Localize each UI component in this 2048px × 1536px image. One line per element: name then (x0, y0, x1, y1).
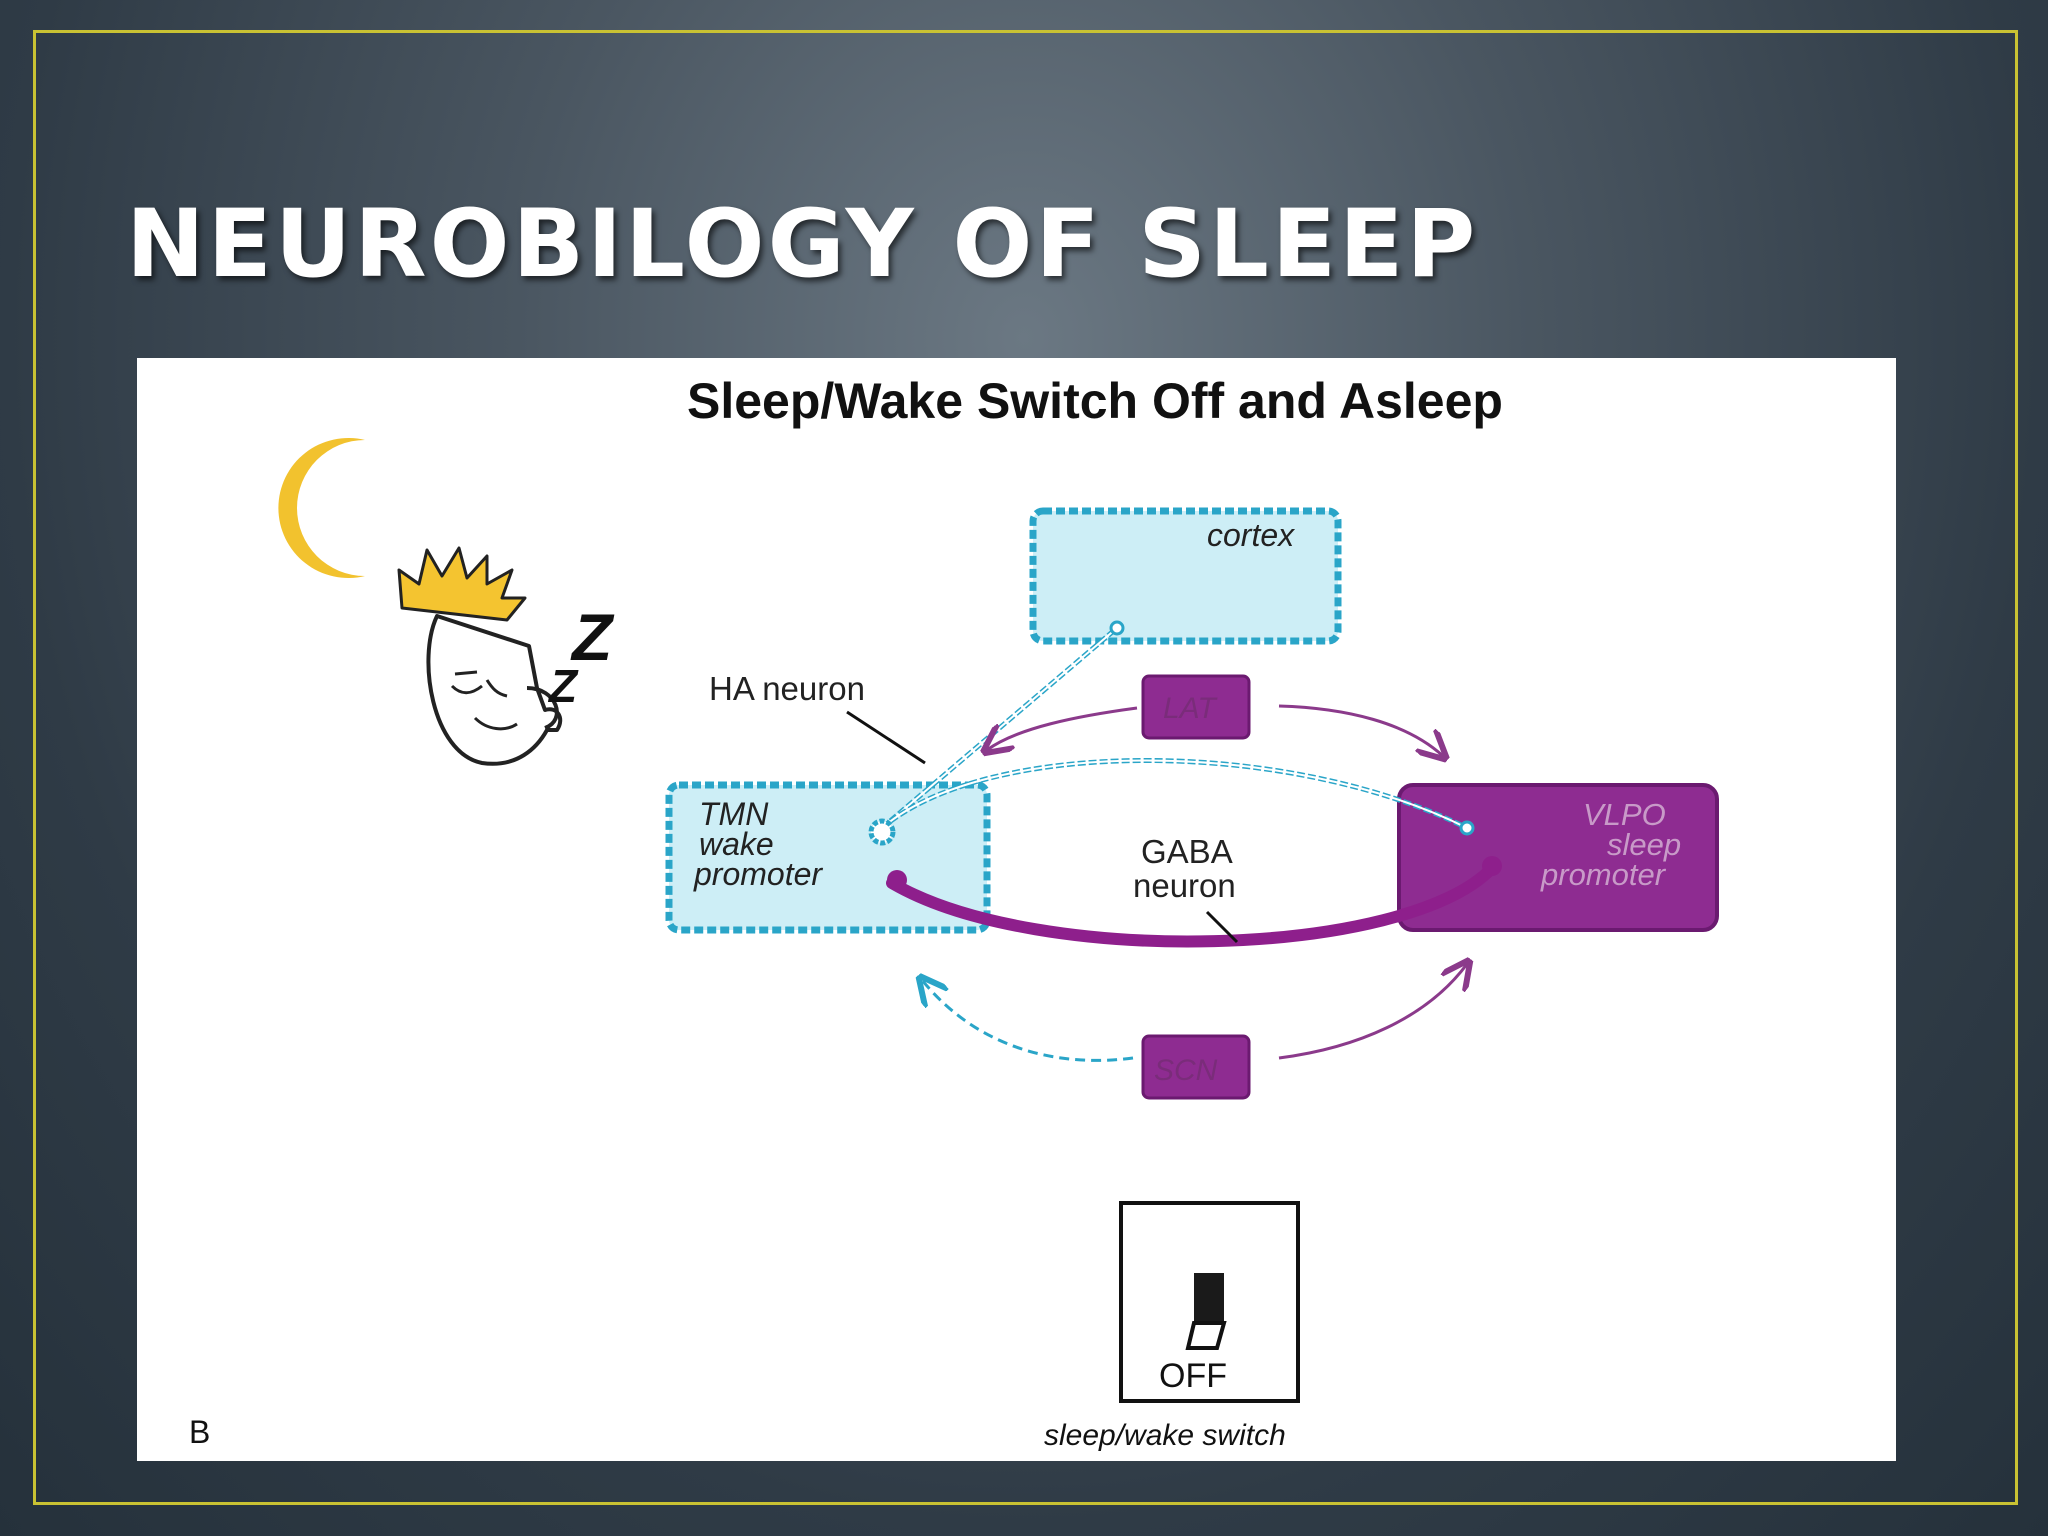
ha-vlpo-terminal (1459, 820, 1475, 836)
lat-to-vlpo-arrow (1278, 704, 1443, 756)
sleep-wake-diagram: Sleep/Wake Switch Off and Asleep Z Z cor… (189, 373, 1719, 1452)
figure-panel: Sleep/Wake Switch Off and Asleep Z Z cor… (137, 358, 1896, 1461)
switch-state-label: OFF (1159, 1357, 1227, 1395)
ha-cortex-terminal (1109, 620, 1125, 636)
cortex-label: cortex (1207, 517, 1295, 553)
slide-title: NEUROBILOGY OF SLEEP (126, 190, 1479, 299)
ha-neuron-pointer (846, 710, 926, 765)
cortex-box (1029, 507, 1342, 645)
panel-letter: B (189, 1414, 210, 1450)
gaba-projection (886, 862, 1498, 948)
tmn-label-line2: wake (699, 826, 774, 862)
ha-to-vlpo-projection-inner (881, 759, 1468, 829)
scn-to-vlpo-arrow (1278, 964, 1467, 1060)
ha-to-cortex-projection-inner (881, 627, 1118, 829)
gaba-neuron-label-line2: neuron (1133, 867, 1236, 904)
vlpo-label-line2: sleep (1607, 827, 1681, 862)
switch-caption: sleep/wake switch (1044, 1419, 1286, 1452)
gaba-soma (1482, 856, 1502, 876)
scn-label: SCN (1154, 1054, 1218, 1087)
lat-box (1141, 674, 1251, 740)
ha-neuron-label: HA neuron (709, 670, 865, 707)
tmn-label-line1: TMN (699, 796, 769, 832)
gaba-neuron-pointer (1205, 910, 1239, 944)
snore-z-small: Z (547, 660, 579, 712)
snore-z-large: Z (570, 600, 615, 674)
moon-icon (278, 438, 365, 578)
light-switch-icon (1119, 1201, 1300, 1403)
lat-to-tmn-arrow (987, 706, 1138, 750)
figure-title: Sleep/Wake Switch Off and Asleep (687, 373, 1503, 429)
scn-box (1141, 1034, 1251, 1100)
vlpo-box (1397, 783, 1719, 932)
vlpo-label-line1: VLPO (1583, 797, 1666, 832)
sleeping-face-icon (397, 546, 563, 766)
gaba-terminal (887, 870, 907, 890)
gaba-neuron-label-line1: GABA (1141, 833, 1233, 870)
slide-frame (33, 30, 2018, 1505)
lat-label: LAT (1163, 692, 1218, 725)
scn-to-tmn-arrow (922, 980, 1134, 1062)
vlpo-label-line3: promoter (1540, 857, 1667, 892)
tmn-label-line3: promoter (693, 856, 823, 892)
ha-neuron-soma (868, 818, 896, 846)
